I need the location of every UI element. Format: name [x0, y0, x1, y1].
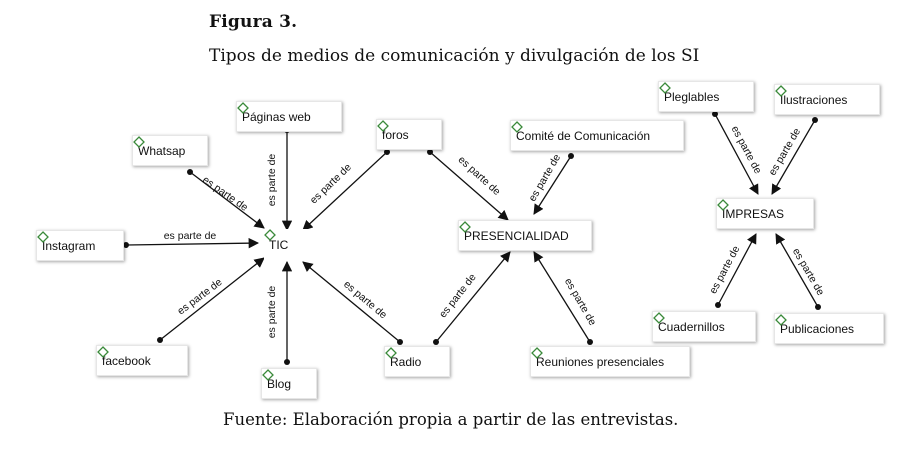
- edge-facebook-tic-start-dot: [157, 337, 163, 343]
- edge-facebook-tic-label: es parte de: [175, 276, 224, 317]
- edge-foros-presencialidad-label: es parte de: [456, 154, 503, 198]
- edge-radio-presencialidad-start-dot: [433, 339, 439, 345]
- edge-ilustraciones-impresas-label: es parte de: [766, 126, 803, 178]
- node-label: Páginas web: [242, 109, 311, 124]
- diamond-icon: [133, 136, 145, 148]
- edge-radio-presencialidad-label: es parte de: [437, 271, 479, 320]
- node-label: PRESENCIALIDAD: [464, 228, 569, 243]
- node-label: Blog: [267, 376, 292, 391]
- edge-publicaciones-impresas: [775, 233, 819, 308]
- edge-paginas-tic-label: es parte de: [266, 154, 278, 207]
- edge-instagram-tic-label: es parte de: [164, 230, 217, 242]
- diamond-icon: [264, 229, 276, 241]
- node-tic[interactable]: TIC: [264, 229, 314, 260]
- node-label: Cuadernillos: [658, 319, 725, 334]
- diamond-icon: [775, 85, 787, 97]
- node-label: Whatsap: [138, 143, 186, 158]
- diamond-icon: [37, 231, 49, 243]
- figure-source: Fuente: Elaboración propia a partir de l…: [223, 410, 679, 429]
- node-label: Radio: [390, 354, 422, 369]
- edge-blog-tic-start-dot: [284, 359, 290, 365]
- diamond-icon: [459, 221, 471, 233]
- node-pleglables[interactable]: Pleglables: [658, 81, 754, 112]
- diamond-icon: [531, 347, 543, 359]
- diamond-icon: [97, 346, 109, 358]
- edge-cuadernillos-impresas: [717, 233, 757, 306]
- diamond-icon: [653, 312, 665, 324]
- edge-whatsap-tic-label: es parte de: [200, 174, 250, 214]
- edge-whatsap-tic-start-dot: [187, 169, 193, 175]
- diamond-icon: [511, 121, 523, 133]
- node-label: TIC: [269, 237, 289, 252]
- node-label: Comité de Comunicación: [516, 128, 651, 143]
- edge-foros-presencialidad-start-dot: [427, 149, 433, 155]
- edge-foros-tic: [302, 151, 388, 231]
- edge-instagram-tic-start-dot: [123, 242, 129, 248]
- figure-subtitle: Tipos de medios de comunicación y divulg…: [209, 46, 700, 66]
- edge-ilustraciones-impresas-start-dot: [812, 117, 818, 123]
- node-reuniones[interactable]: Reuniones presenciales: [530, 346, 690, 377]
- node-label: Pleglables: [664, 89, 720, 104]
- edge-instagram-tic: [125, 237, 260, 249]
- edge-radio-presencialidad: [435, 251, 511, 343]
- edge-radio-tic: [302, 261, 401, 343]
- node-paginas-web[interactable]: Páginas web: [236, 101, 342, 132]
- edge-blog-tic-label: es parte de: [266, 286, 278, 339]
- edge-reuniones-presencialidad-start-dot: [587, 339, 593, 345]
- node-label: foros: [382, 127, 409, 142]
- diamond-icon: [659, 82, 671, 94]
- edge-publicaciones-impresas-start-dot: [815, 304, 821, 310]
- node-label: Instagram: [42, 238, 96, 253]
- node-presencialidad[interactable]: PRESENCIALIDAD: [458, 220, 592, 251]
- edge-cuadernillos-impresas-start-dot: [715, 302, 721, 308]
- node-impresas[interactable]: IMPRESAS: [716, 198, 814, 229]
- node-label: IMPRESAS: [722, 206, 785, 221]
- edge-pleglables-impresas-start-dot: [712, 111, 718, 117]
- edge-comite-presencialidad: [533, 155, 572, 215]
- node-publicaciones[interactable]: Publicaciones: [774, 313, 884, 344]
- edge-ilustraciones-impresas: [771, 119, 816, 195]
- node-foros[interactable]: foros: [376, 119, 442, 150]
- diamond-icon: [262, 369, 274, 381]
- node-label: Publicaciones: [780, 321, 855, 336]
- node-blog[interactable]: Blog: [261, 368, 317, 399]
- diamond-icon: [377, 120, 389, 132]
- edge-foros-presencialidad: [429, 151, 509, 221]
- edge-reuniones-presencialidad-label: es parte de: [562, 276, 599, 328]
- edge-pleglables-impresas: [714, 113, 759, 195]
- edge-radio-tic-start-dot: [397, 339, 403, 345]
- diamond-icon: [385, 347, 397, 359]
- node-label: Reuniones presenciales: [536, 354, 665, 369]
- diamond-icon: [237, 102, 249, 114]
- edge-comite-presencialidad-start-dot: [568, 153, 574, 159]
- node-comite[interactable]: Comité de Comunicación: [510, 120, 684, 151]
- node-radio[interactable]: Radio: [384, 346, 450, 377]
- node-facebook[interactable]: facebook: [96, 345, 188, 376]
- diamond-icon: [775, 314, 787, 326]
- diamond-icon: [717, 199, 729, 211]
- edge-whatsap-tic: [189, 171, 265, 229]
- node-ilustraciones[interactable]: Ilustraciones: [774, 84, 880, 115]
- node-label: Ilustraciones: [780, 92, 848, 107]
- node-whatsap[interactable]: Whatsap: [132, 135, 208, 166]
- edge-foros-tic-start-dot: [384, 149, 390, 155]
- edge-facebook-tic: [159, 257, 265, 341]
- node-label: facebook: [102, 353, 151, 368]
- node-instagram[interactable]: Instagram: [36, 230, 124, 261]
- edge-foros-tic-label: es parte de: [308, 161, 354, 206]
- figure-title: Figura 3.: [209, 12, 298, 32]
- node-cuadernillos[interactable]: Cuadernillos: [652, 311, 756, 342]
- edge-reuniones-presencialidad: [533, 251, 591, 343]
